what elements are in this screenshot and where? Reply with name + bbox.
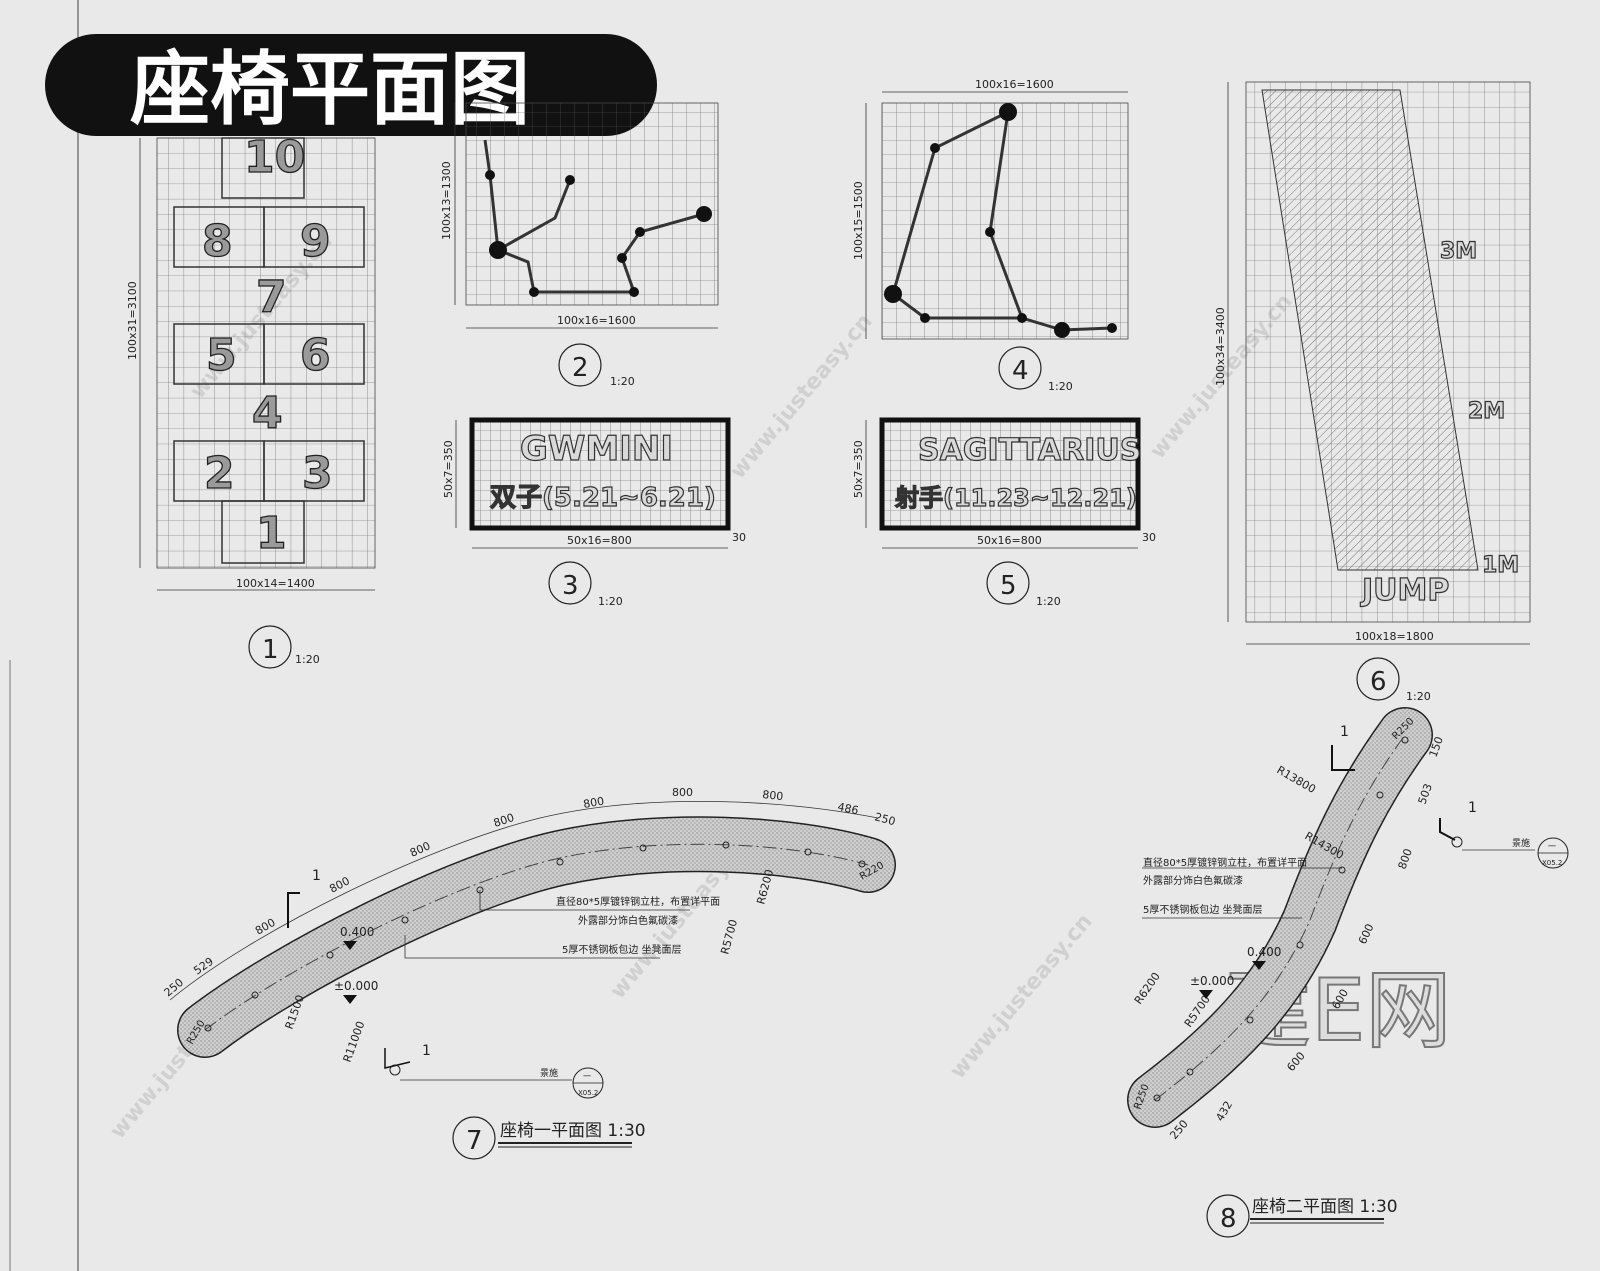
ref-text: 景施 bbox=[540, 1067, 558, 1079]
jump-mark: 3M bbox=[1440, 239, 1477, 264]
section-mark: 1 bbox=[1340, 724, 1349, 740]
dim-height: 100x31=3100 bbox=[126, 281, 139, 360]
dim-height: 50x7=350 bbox=[442, 440, 455, 498]
bench-dim: 800 bbox=[492, 811, 516, 830]
bench-radius: R6200 bbox=[1132, 970, 1163, 1007]
sign-name: GWMINI bbox=[520, 429, 673, 469]
ref-bottom: X05.2 bbox=[1542, 859, 1562, 867]
drawing-index: 2 bbox=[572, 353, 589, 383]
section-mark: 1 bbox=[312, 868, 321, 884]
dim-width: 100x16=1600 bbox=[557, 314, 636, 327]
watermark-text: www.justeasy.cn bbox=[945, 909, 1097, 1084]
hop-number: 5 bbox=[206, 330, 237, 381]
note-edge: 5厚不锈钢板包边 坐凳面层 bbox=[562, 943, 682, 956]
drawing-index: 4 bbox=[1012, 356, 1029, 386]
sign-name: SAGITTARIUS bbox=[918, 433, 1141, 468]
bench-dim: 432 bbox=[1213, 1099, 1235, 1124]
hop-number: 7 bbox=[256, 272, 287, 323]
drawing-scale: 1:20 bbox=[610, 375, 635, 388]
sagittarius-sign: SAGITTARIUS 射手(11.23~12.21) 50x16=800 30… bbox=[852, 417, 1156, 608]
dim-height: 50x7=350 bbox=[852, 440, 865, 498]
dim-side: 30 bbox=[732, 531, 746, 544]
drawing-scale: 1:20 bbox=[295, 653, 320, 666]
hop-number: 10 bbox=[244, 132, 305, 183]
jump-plan: 3M 2M 1M JUMP 100x18=1800 100x34=3400 6 … bbox=[1214, 81, 1531, 703]
hop-number: 3 bbox=[302, 448, 333, 499]
ref-top: 一 bbox=[1548, 842, 1556, 851]
bench-dim: 486 bbox=[836, 800, 859, 817]
bench-dim: 800 bbox=[253, 916, 278, 938]
drawing-index: 7 bbox=[466, 1126, 483, 1156]
bench-radius: R13800 bbox=[1275, 763, 1318, 796]
dim-height: 100x34=3400 bbox=[1214, 307, 1227, 386]
drawing-scale: 1:20 bbox=[1036, 595, 1061, 608]
bench-dim: 800 bbox=[582, 795, 605, 811]
section-mark: 1 bbox=[1468, 800, 1477, 816]
jump-mark: 1M bbox=[1482, 553, 1519, 578]
ref-text: 景施 bbox=[1512, 837, 1530, 849]
bench-two-plan: 150 503 800 600 600 600 432 250 R13800 R… bbox=[1127, 707, 1569, 1238]
note-post: 直径80*5厚镀锌钢立柱，布置详平面 bbox=[556, 895, 720, 908]
jump-label: JUMP bbox=[1360, 573, 1449, 608]
dim-height: 100x13=1300 bbox=[440, 161, 453, 240]
drawing-scale: 1:20 bbox=[1048, 380, 1073, 393]
dim-height: 100x15=1500 bbox=[852, 181, 865, 260]
dim-side: 30 bbox=[1142, 531, 1156, 544]
drawing-caption: 座椅一平面图 1:30 bbox=[500, 1121, 646, 1141]
drawing-index: 5 bbox=[1000, 571, 1017, 601]
level-low: ±0.000 bbox=[334, 979, 378, 993]
bench-one-plan: 250 529 800 800 800 800 800 800 800 486 … bbox=[162, 786, 897, 1160]
note-post: 直径80*5厚镀锌钢立柱，布置详平面 bbox=[1143, 856, 1307, 869]
sign-subtitle: 射手(11.23~12.21) bbox=[894, 484, 1137, 512]
drawing-index: 6 bbox=[1370, 667, 1387, 697]
dim-width: 50x16=800 bbox=[977, 534, 1042, 547]
bench-dim: 800 bbox=[1396, 847, 1415, 871]
drawing-index: 8 bbox=[1220, 1204, 1237, 1234]
bench-dim: 800 bbox=[408, 839, 432, 859]
dim-width: 100x18=1800 bbox=[1355, 630, 1434, 643]
page-title: 座椅平面图 bbox=[130, 43, 530, 136]
level-high: 0.400 bbox=[1247, 945, 1281, 959]
bench-dim: 503 bbox=[1416, 782, 1435, 806]
bench-dim: 800 bbox=[762, 788, 784, 803]
ref-bottom: X05.2 bbox=[578, 1089, 598, 1097]
sign-subtitle: 双子(5.21~6.21) bbox=[490, 483, 716, 513]
sagittarius-constellation: 100x16=1600 100x15=1500 4 1:20 bbox=[852, 78, 1129, 393]
bench-dim: 600 bbox=[1356, 922, 1377, 947]
hop-number: 1 bbox=[256, 508, 287, 559]
gemini-sign: GWMINI 双子(5.21~6.21) 50x16=800 30 50x7=3… bbox=[442, 417, 746, 608]
dim-width: 100x16=1600 bbox=[975, 78, 1054, 91]
note-edge: 5厚不锈钢板包边 坐凳面层 bbox=[1143, 903, 1263, 916]
hop-number: 8 bbox=[202, 216, 233, 267]
bench-dim: 529 bbox=[191, 955, 216, 978]
drawing-index: 1 bbox=[262, 635, 279, 665]
hop-number: 2 bbox=[204, 448, 235, 499]
dim-width: 50x16=800 bbox=[567, 534, 632, 547]
jump-mark: 2M bbox=[1468, 399, 1505, 424]
hopscotch-plan: 10 8 9 7 5 6 4 2 3 1 100x14=1400 100x31=… bbox=[126, 131, 376, 669]
ref-top: 一 bbox=[583, 1072, 591, 1081]
level-high: 0.400 bbox=[340, 925, 374, 939]
drawing-scale: 1:20 bbox=[598, 595, 623, 608]
hop-number: 4 bbox=[252, 388, 283, 439]
bench-radius: R11000 bbox=[341, 1020, 368, 1065]
section-mark: 1 bbox=[422, 1043, 431, 1059]
bench-radius: R5700 bbox=[718, 918, 740, 956]
hop-number: 9 bbox=[300, 216, 331, 267]
hop-number: 6 bbox=[300, 330, 331, 381]
drawing-index: 3 bbox=[562, 571, 579, 601]
bench-dim: 250 bbox=[162, 976, 186, 999]
dim-width: 100x14=1400 bbox=[236, 577, 315, 590]
gemini-constellation: 100x16=1600 100x13=1300 2 1:20 bbox=[440, 102, 719, 388]
bench-dim: 250 bbox=[873, 810, 897, 828]
drawing-scale: 1:20 bbox=[1406, 690, 1431, 703]
bench-dim: 800 bbox=[327, 874, 352, 895]
bench-dim: 800 bbox=[672, 786, 693, 799]
level-low: ±0.000 bbox=[1190, 974, 1234, 988]
note-post-finish: 外露部分饰白色氟碳漆 bbox=[1143, 874, 1243, 887]
note-post-finish: 外露部分饰白色氟碳漆 bbox=[578, 914, 678, 927]
drawing-caption: 座椅二平面图 1:30 bbox=[1252, 1197, 1398, 1217]
